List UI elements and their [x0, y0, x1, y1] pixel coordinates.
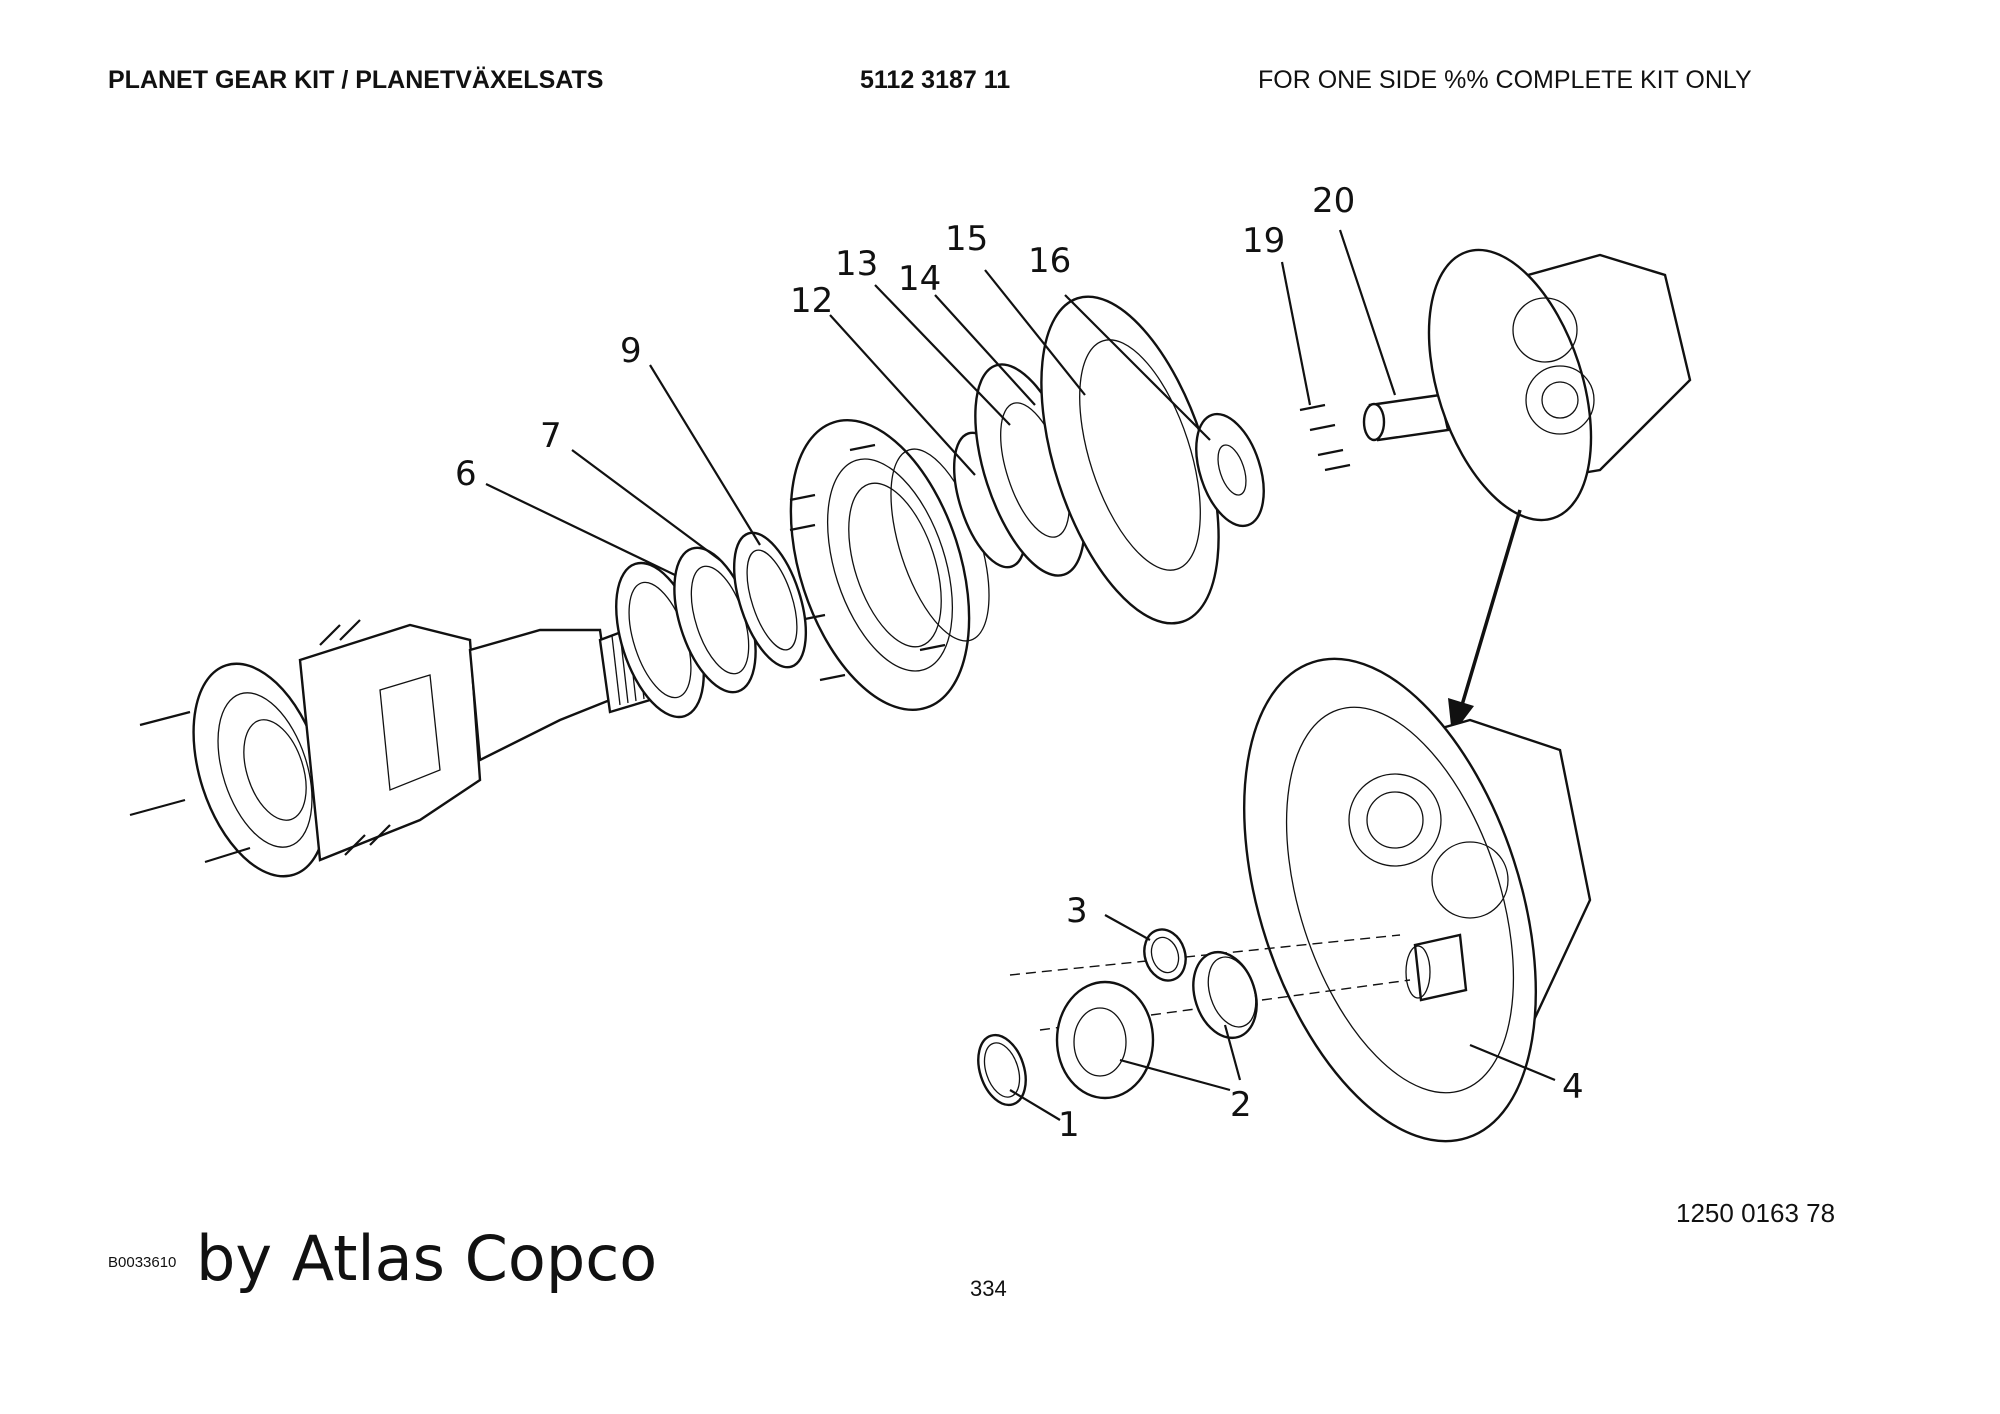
callout-6: 6 [455, 454, 477, 494]
callout-14: 14 [898, 259, 941, 299]
axle-housing [129, 619, 652, 878]
bearing-rings [952, 295, 1265, 625]
page-title: PLANET GEAR KIT / PLANETVÄXELSATS [108, 66, 604, 94]
bolts [1299, 403, 1351, 472]
small-parts [977, 928, 1258, 1107]
sun-shaft [1362, 393, 1450, 442]
document-id: B0033610 [108, 1254, 177, 1271]
planet-carrier-top [1427, 248, 1692, 522]
page-number: 334 [970, 1276, 1007, 1301]
callout-2: 2 [1230, 1085, 1252, 1125]
planet-carrier-detail [1009, 657, 1592, 1143]
callout-20: 20 [1312, 181, 1355, 221]
callout-3: 3 [1066, 891, 1088, 931]
callout-4: 4 [1562, 1067, 1584, 1107]
seal-rings [615, 531, 808, 719]
leader-lines [485, 229, 1556, 1121]
reference-number: 1250 0163 78 [1676, 1198, 1836, 1228]
callout-9: 9 [620, 331, 642, 371]
brand-text: by Atlas Copco [196, 1222, 658, 1295]
callout-7: 7 [540, 416, 562, 456]
callout-19: 19 [1242, 221, 1285, 261]
kit-note: FOR ONE SIDE %% COMPLETE KIT ONLY [1258, 66, 1752, 94]
callout-13: 13 [835, 244, 878, 284]
callout-12: 12 [790, 281, 833, 321]
callout-1: 1 [1058, 1105, 1080, 1145]
wheel-hub [789, 419, 990, 711]
callout-15: 15 [945, 219, 988, 259]
kit-part-number: 5112 3187 11 [860, 66, 1011, 94]
detail-arrow [1448, 509, 1522, 735]
callout-16: 16 [1028, 241, 1071, 281]
